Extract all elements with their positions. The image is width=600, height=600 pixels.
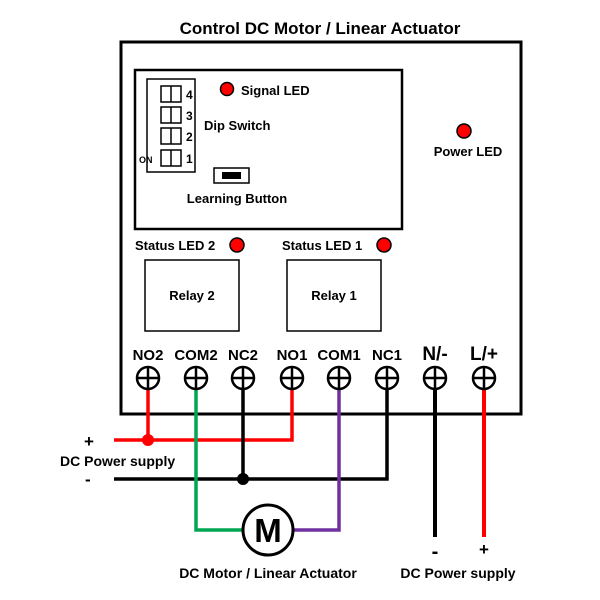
right-supply-plus: + xyxy=(479,540,489,559)
learning-button[interactable] xyxy=(213,167,250,184)
dip-number-3: 3 xyxy=(186,109,193,123)
terminal-nc1[interactable] xyxy=(374,365,400,391)
terminal-com1[interactable] xyxy=(326,365,352,391)
wire-red-supply-plus xyxy=(114,390,294,442)
wire-purple-com1 xyxy=(293,390,341,532)
left-supply-minus: - xyxy=(85,470,91,489)
relay-2-label: Relay 2 xyxy=(169,288,215,303)
status-led-2-label: Status LED 2 xyxy=(135,238,215,253)
status-led-1-label: Status LED 1 xyxy=(282,238,362,253)
power-led-label: Power LED xyxy=(434,144,503,159)
motor-symbol: M xyxy=(254,512,282,549)
terminal-n[interactable] xyxy=(422,365,448,391)
diagram-title: Control DC Motor / Linear Actuator xyxy=(180,19,461,38)
dip-switch[interactable]: 4 3 2 1 ON xyxy=(139,78,196,173)
motor-icon: M xyxy=(241,503,295,557)
terminal-no1[interactable] xyxy=(279,365,305,391)
junction-red xyxy=(142,434,154,446)
terminal-label-l: L/+ xyxy=(470,344,498,365)
left-supply-label: DC Power supply xyxy=(60,453,175,469)
junction-black xyxy=(237,473,249,485)
right-supply-label: DC Power supply xyxy=(400,565,515,581)
terminal-label-nc2: NC2 xyxy=(228,347,258,364)
dip-switch-1[interactable] xyxy=(160,149,182,167)
dip-switch-2[interactable] xyxy=(160,127,182,145)
dip-switch-label: Dip Switch xyxy=(204,118,271,133)
terminal-label-com2: COM2 xyxy=(174,347,217,364)
wire-green-com2 xyxy=(194,390,243,532)
terminal-com2[interactable] xyxy=(183,365,209,391)
terminal-label-no2: NO2 xyxy=(133,347,164,364)
relay-1-label: Relay 1 xyxy=(311,288,357,303)
dip-switch-3[interactable] xyxy=(160,106,182,124)
dip-on-label: ON xyxy=(139,155,153,165)
dip-number-1: 1 xyxy=(186,152,193,166)
terminal-label-no1: NO1 xyxy=(277,347,308,364)
motor-label: DC Motor / Linear Actuator xyxy=(179,565,357,581)
relay-1-box xyxy=(286,259,382,332)
signal-led-label: Signal LED xyxy=(241,83,310,98)
terminal-label-nc1: NC1 xyxy=(372,347,402,364)
terminal-nc2[interactable] xyxy=(230,365,256,391)
dip-number-4: 4 xyxy=(186,88,193,102)
dip-number-2: 2 xyxy=(186,130,193,144)
status-led-2 xyxy=(229,237,245,253)
terminal-label-n: N/- xyxy=(422,344,447,365)
dip-switch-4[interactable] xyxy=(160,85,182,103)
terminal-l[interactable] xyxy=(471,365,497,391)
relay-2-box xyxy=(144,259,240,332)
wire-black-supply-minus xyxy=(114,390,389,481)
learning-button-label: Learning Button xyxy=(187,191,287,206)
right-supply-minus: - xyxy=(432,541,439,563)
status-led-1 xyxy=(376,237,392,253)
terminal-label-com1: COM1 xyxy=(317,347,360,364)
power-led xyxy=(456,123,472,139)
left-supply-plus: + xyxy=(84,432,94,451)
signal-led xyxy=(219,81,235,97)
terminal-no2[interactable] xyxy=(135,365,161,391)
